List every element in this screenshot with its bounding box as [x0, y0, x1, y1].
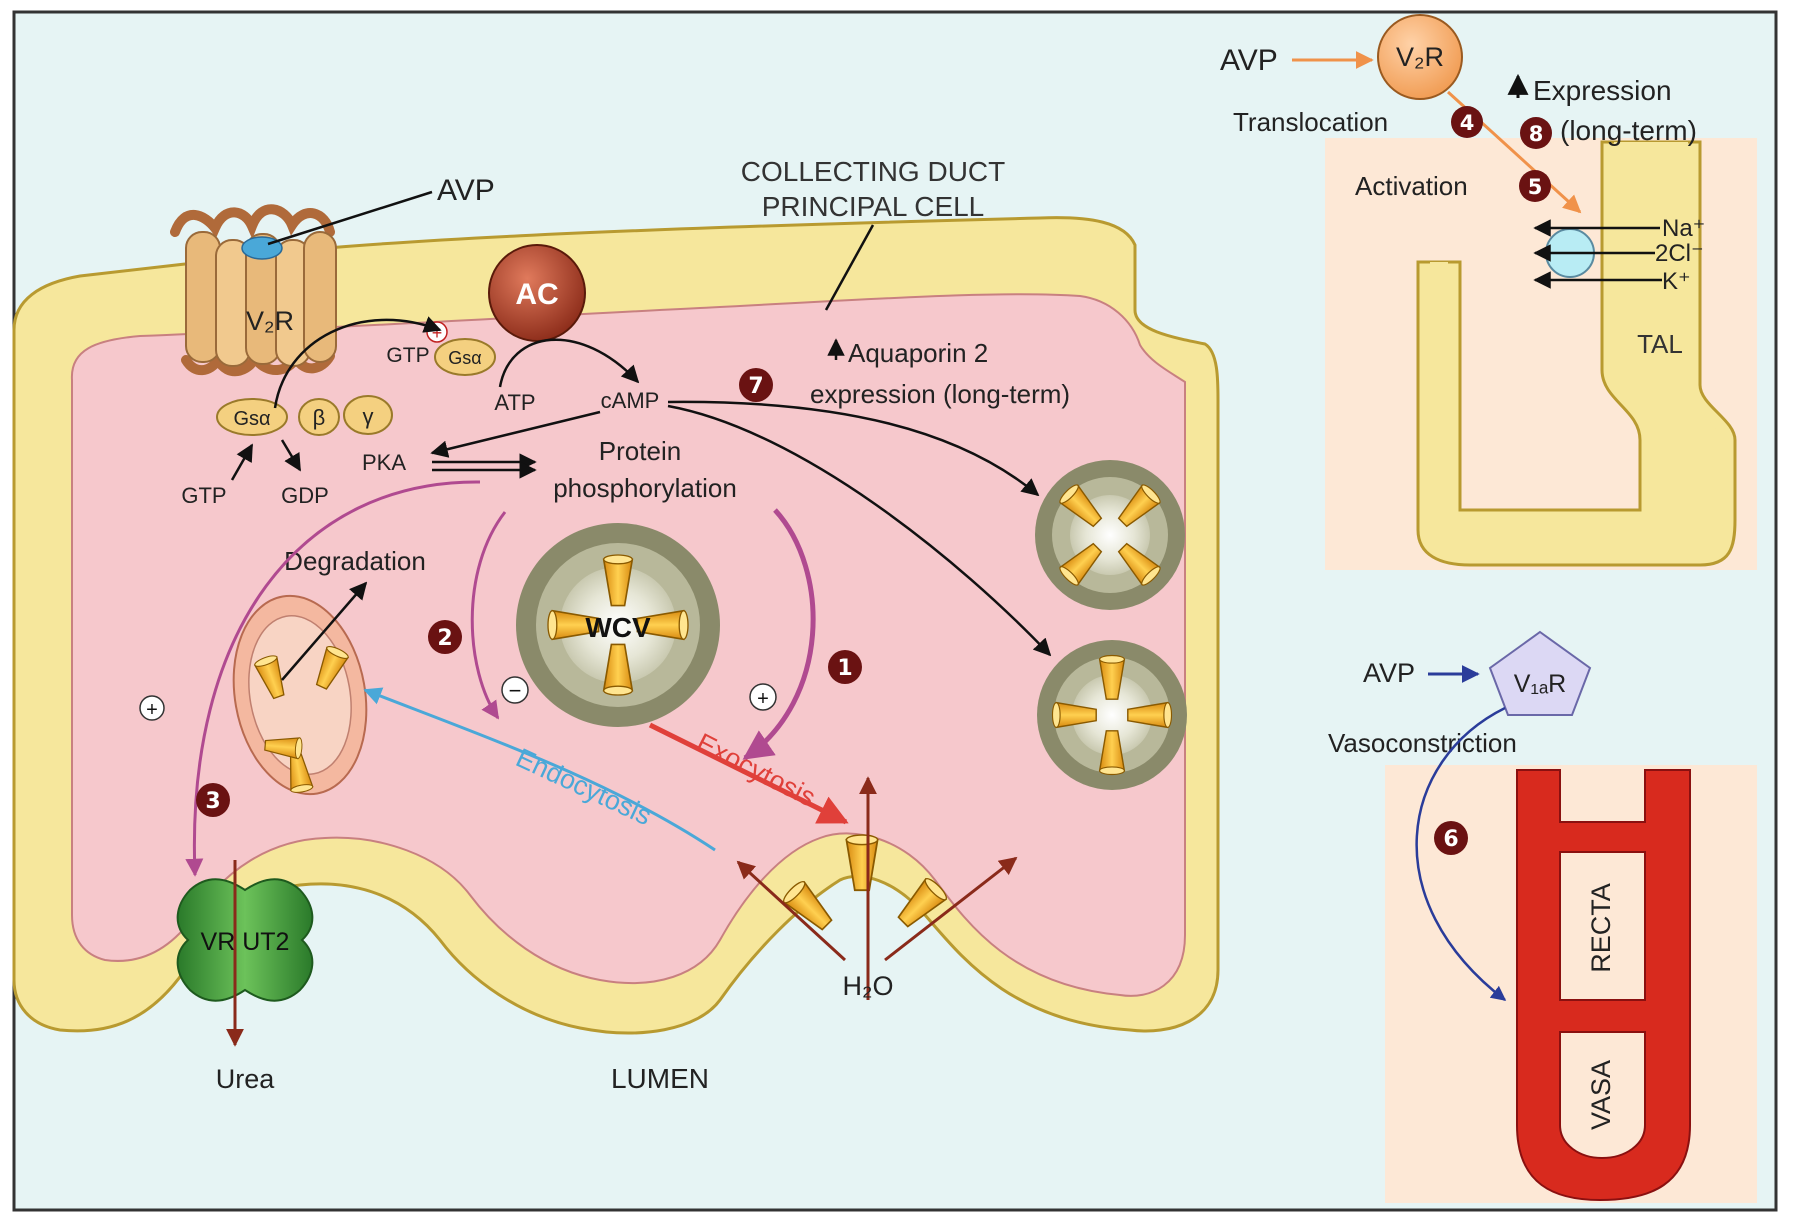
pka-label: PKA [362, 450, 406, 475]
step-badge-8: 8 [1520, 117, 1552, 149]
gsa-small-label: Gsα [448, 348, 481, 368]
degradation-label: Degradation [284, 546, 426, 576]
urea-label: Urea [216, 1064, 276, 1094]
tal-label: TAL [1637, 329, 1683, 359]
wcv-label: WCV [585, 612, 651, 643]
cl-label: 2Cl⁻ [1655, 240, 1704, 267]
svg-text:1: 1 [837, 656, 852, 681]
k-label: K⁺ [1662, 268, 1691, 295]
svg-text:4: 4 [1460, 111, 1475, 135]
step-badge-7: 7 [739, 368, 773, 402]
gamma-label: γ [363, 404, 374, 429]
gsa-label: Gsα [233, 408, 270, 430]
vasa-recta [1517, 770, 1690, 1200]
step-badge-5: 5 [1519, 170, 1551, 202]
aqp2-expression-line1: Aquaporin 2 [848, 338, 988, 368]
step-badge-6: 6 [1434, 821, 1468, 855]
translocation-label: Translocation [1233, 107, 1388, 137]
svg-text:5: 5 [1528, 175, 1543, 199]
svg-text:3: 3 [205, 789, 220, 814]
atp-label: ATP [494, 390, 535, 415]
new-vesicle-top [1035, 460, 1185, 610]
lumen-label: LUMEN [611, 1063, 709, 1094]
beta-label: β [313, 405, 326, 430]
activation-label: Activation [1355, 171, 1468, 201]
step-badge-2: 2 [428, 620, 462, 654]
minus-sign-endocytosis-text: − [509, 678, 522, 703]
vasa-label: VASA [1586, 1060, 1616, 1130]
h2o-label: H₂O [843, 971, 894, 1001]
ac-label: AC [515, 278, 558, 311]
gtp-bottom-label: GTP [181, 483, 226, 508]
protein-phosphorylation-line1: Protein [599, 436, 681, 466]
plus-sign-exocytosis-text: + [757, 688, 769, 710]
expression-label-line2: (long-term) [1560, 115, 1697, 146]
recta-label: RECTA [1586, 883, 1616, 973]
avp-cell-label: AVP [437, 174, 495, 207]
step-badge-1: 1 [828, 650, 862, 684]
v2r-cell-label: V₂R [246, 306, 294, 336]
na-label: Na⁺ [1662, 215, 1705, 242]
avp-vasa-label: AVP [1363, 658, 1415, 688]
stimulation-plus: + [432, 323, 443, 343]
new-vesicle-bottom [1037, 640, 1187, 790]
step-badge-3: 3 [196, 783, 230, 817]
aqp2-expression-line2: expression (long-term) [810, 379, 1070, 409]
gdp-label: GDP [281, 483, 329, 508]
protein-phosphorylation-line2: phosphorylation [553, 473, 737, 503]
expression-label-line1: Expression [1533, 75, 1672, 106]
plus-sign-ut2-text: + [146, 699, 158, 721]
v1ar-label: V₁ₐR [1514, 670, 1566, 698]
gtp-top-label: GTP [386, 344, 429, 367]
svg-text:6: 6 [1443, 827, 1458, 852]
svg-text:2: 2 [437, 626, 452, 651]
ut2-label: VR UT2 [201, 928, 290, 956]
camp-label: cAMP [601, 388, 660, 413]
svg-text:7: 7 [748, 374, 763, 399]
avp-tal-label: AVP [1220, 44, 1278, 77]
cell-title-line2: PRINCIPAL CELL [762, 191, 985, 222]
v2r-tal-label: V₂R [1396, 42, 1444, 72]
vasoconstriction-label: Vasoconstriction [1328, 728, 1517, 758]
step-badge-4: 4 [1451, 106, 1483, 138]
svg-text:8: 8 [1529, 122, 1544, 146]
cell-title-line1: COLLECTING DUCT [741, 156, 1005, 187]
